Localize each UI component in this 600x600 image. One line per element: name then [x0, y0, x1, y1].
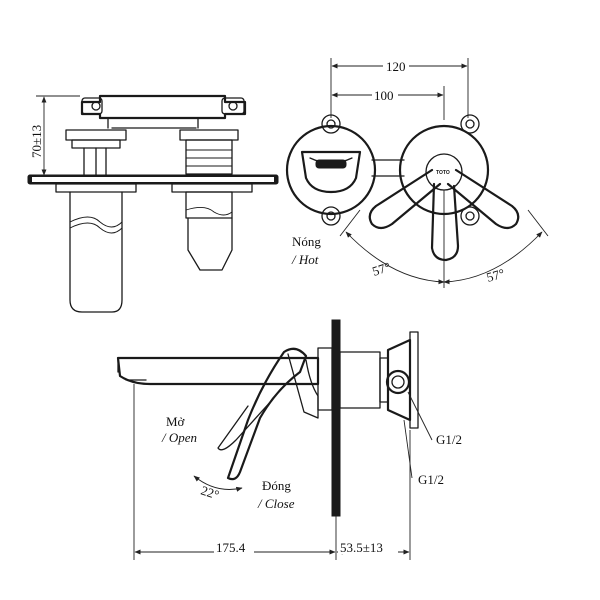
lever-right	[446, 168, 520, 230]
thread-lower-label: G1/2	[418, 472, 444, 487]
lever-center	[430, 182, 460, 262]
valve-body	[386, 338, 412, 422]
profile-view: G1/2 G1/2 22° Mở / Open Đóng / Close 175…	[116, 319, 462, 560]
left-connector	[65, 129, 127, 141]
close-label-en: / Close	[257, 496, 295, 511]
hot-label-en: / Hot	[291, 252, 319, 267]
front-view: 120 100 TOTO 5	[285, 58, 549, 288]
open-label-vi: Mở	[166, 414, 186, 429]
spout-profile	[116, 356, 320, 386]
angle-right-label: 57°	[485, 265, 507, 284]
dim-spout-length-label: 175.4	[216, 540, 246, 555]
dim-120-label: 120	[386, 59, 406, 74]
right-connector	[179, 129, 239, 141]
dim-wall-depth-label: 53.5±13	[340, 540, 383, 555]
angle-left-label: 57°	[370, 259, 392, 279]
hot-label-vi: Nóng	[292, 234, 321, 249]
thread-upper-label: G1/2	[436, 432, 462, 447]
brand-logo: TOTO	[436, 170, 450, 176]
dim-height-label: 70±13	[29, 125, 44, 158]
spout-outlet	[300, 150, 362, 194]
close-label-vi: Đóng	[262, 478, 291, 493]
lever-left	[368, 168, 442, 230]
handle-side	[187, 217, 233, 271]
wall	[331, 319, 341, 517]
spout-front	[69, 191, 123, 313]
dim-100-label: 100	[374, 88, 394, 103]
open-label-en: / Open	[161, 430, 197, 445]
side-view: 70±13	[27, 94, 279, 313]
handle-open-ghost	[217, 399, 273, 451]
left-escutcheon	[285, 124, 377, 216]
handle-profile	[226, 347, 308, 481]
body-top-bar	[80, 94, 247, 120]
lever-angle-label: 22°	[199, 483, 221, 503]
